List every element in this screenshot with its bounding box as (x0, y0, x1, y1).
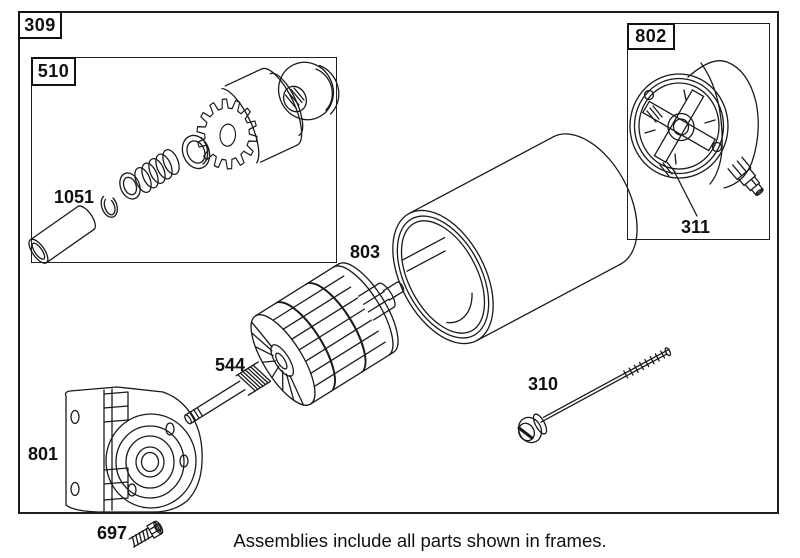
callout-803-text: 803 (350, 242, 381, 262)
figure-caption: Assemblies include all parts shown in fr… (233, 530, 607, 551)
armature (184, 262, 405, 425)
frame-label-802: 802 (627, 23, 675, 50)
frame-label-309: 309 (18, 11, 62, 39)
callout-1051-text: 1051 (54, 187, 95, 207)
mounting-screw (128, 520, 164, 548)
callout-803: 803 (350, 242, 380, 263)
callout-310: 310 (528, 374, 558, 395)
callout-311-text: 311 (681, 217, 711, 237)
frame-label-510: 510 (31, 57, 76, 86)
callout-310-text: 310 (528, 374, 559, 394)
leader-311 (673, 170, 698, 217)
callout-544: 544 (215, 355, 245, 376)
pinion-gear-teeth (196, 98, 258, 170)
brush-holder-cross (642, 89, 716, 163)
through-bolt (517, 347, 672, 444)
frame-802 (627, 23, 770, 240)
pinion-gear-bore (219, 123, 237, 147)
retaining-ring (100, 195, 118, 218)
frame-label-802-text: 802 (635, 26, 667, 46)
drive-spring (134, 149, 180, 193)
roll-pin (28, 205, 96, 264)
spring-retainer-cup (181, 134, 211, 170)
pinion-gear (196, 98, 258, 170)
frame-510 (31, 57, 337, 263)
callout-1051: 1051 (54, 187, 94, 208)
callout-311: 311 (681, 217, 710, 238)
frame-309 (18, 11, 779, 514)
callout-697: 697 (97, 523, 127, 544)
callout-697-text: 697 (97, 523, 128, 543)
motor-housing (392, 133, 638, 345)
end-bracket (64, 386, 203, 513)
callout-801: 801 (28, 444, 58, 465)
drive-washer (119, 172, 141, 200)
callout-801-text: 801 (28, 444, 59, 464)
frame-label-510-text: 510 (37, 61, 70, 81)
terminal-stud (727, 156, 764, 196)
drive-retainer-cap (277, 61, 340, 121)
frame-label-309-text: 309 (24, 14, 56, 35)
brush-springs (646, 105, 676, 177)
callout-544-text: 544 (215, 355, 246, 375)
end-cap (629, 60, 764, 217)
clutch-housing (221, 67, 304, 164)
